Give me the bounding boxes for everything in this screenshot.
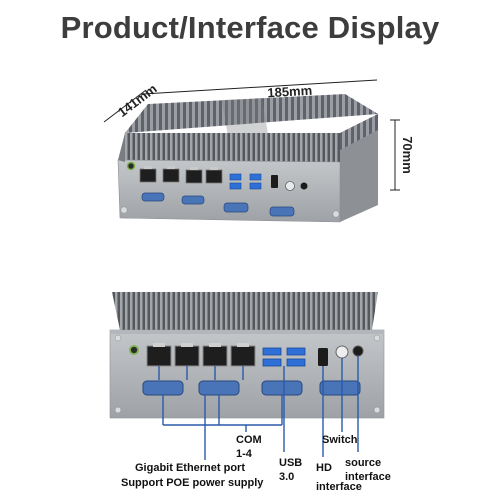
callout-source-1: source (345, 457, 381, 469)
screw-icon (114, 334, 122, 342)
callout-source-2: interface (345, 471, 391, 483)
com-ports (141, 192, 295, 217)
screw-icon (373, 406, 381, 414)
screw-icon (114, 406, 122, 414)
callout-com-1: COM (236, 434, 262, 446)
screw-icon (120, 206, 128, 214)
dimension-length: 185mm (267, 83, 313, 101)
power-button-icon (335, 345, 349, 359)
callout-lines (158, 356, 359, 460)
audio-jack-icon (126, 161, 136, 171)
heatsink-front-fins (122, 133, 340, 162)
ethernet-ports (146, 343, 256, 367)
screw-icon (332, 210, 340, 218)
screw-icon (373, 334, 381, 342)
hdmi-port (318, 348, 328, 366)
page-title: Product/Interface Display (60, 10, 440, 45)
com-ports (142, 380, 361, 396)
power-button-icon (285, 181, 295, 191)
device-front-view (109, 292, 385, 419)
dimension-height: 70mm (400, 136, 415, 174)
usb-ports (229, 173, 262, 190)
callout-com-2: 1-4 (236, 448, 253, 460)
audio-jack-icon (129, 345, 139, 355)
callout-switch: Switch (322, 434, 358, 446)
usb-ports (262, 347, 306, 367)
heatsink-top (125, 94, 378, 133)
callout-usb-2: 3.0 (279, 471, 294, 483)
heatsink-fins (112, 292, 378, 330)
callout-hd-2: interface (316, 481, 362, 493)
dimension-lines (103, 79, 400, 191)
ethernet-ports (139, 166, 223, 184)
callout-hd-1: HD (316, 462, 332, 474)
callout-lan-2: Support POE power supply (121, 477, 264, 489)
device-top-view (117, 94, 378, 223)
callout-usb-1: USB (279, 457, 302, 469)
hdmi-port (271, 175, 278, 188)
dc-in-icon (352, 345, 364, 357)
callout-lan-1: Gigabit Ethernet port (135, 462, 245, 474)
dc-in-icon (300, 182, 308, 190)
